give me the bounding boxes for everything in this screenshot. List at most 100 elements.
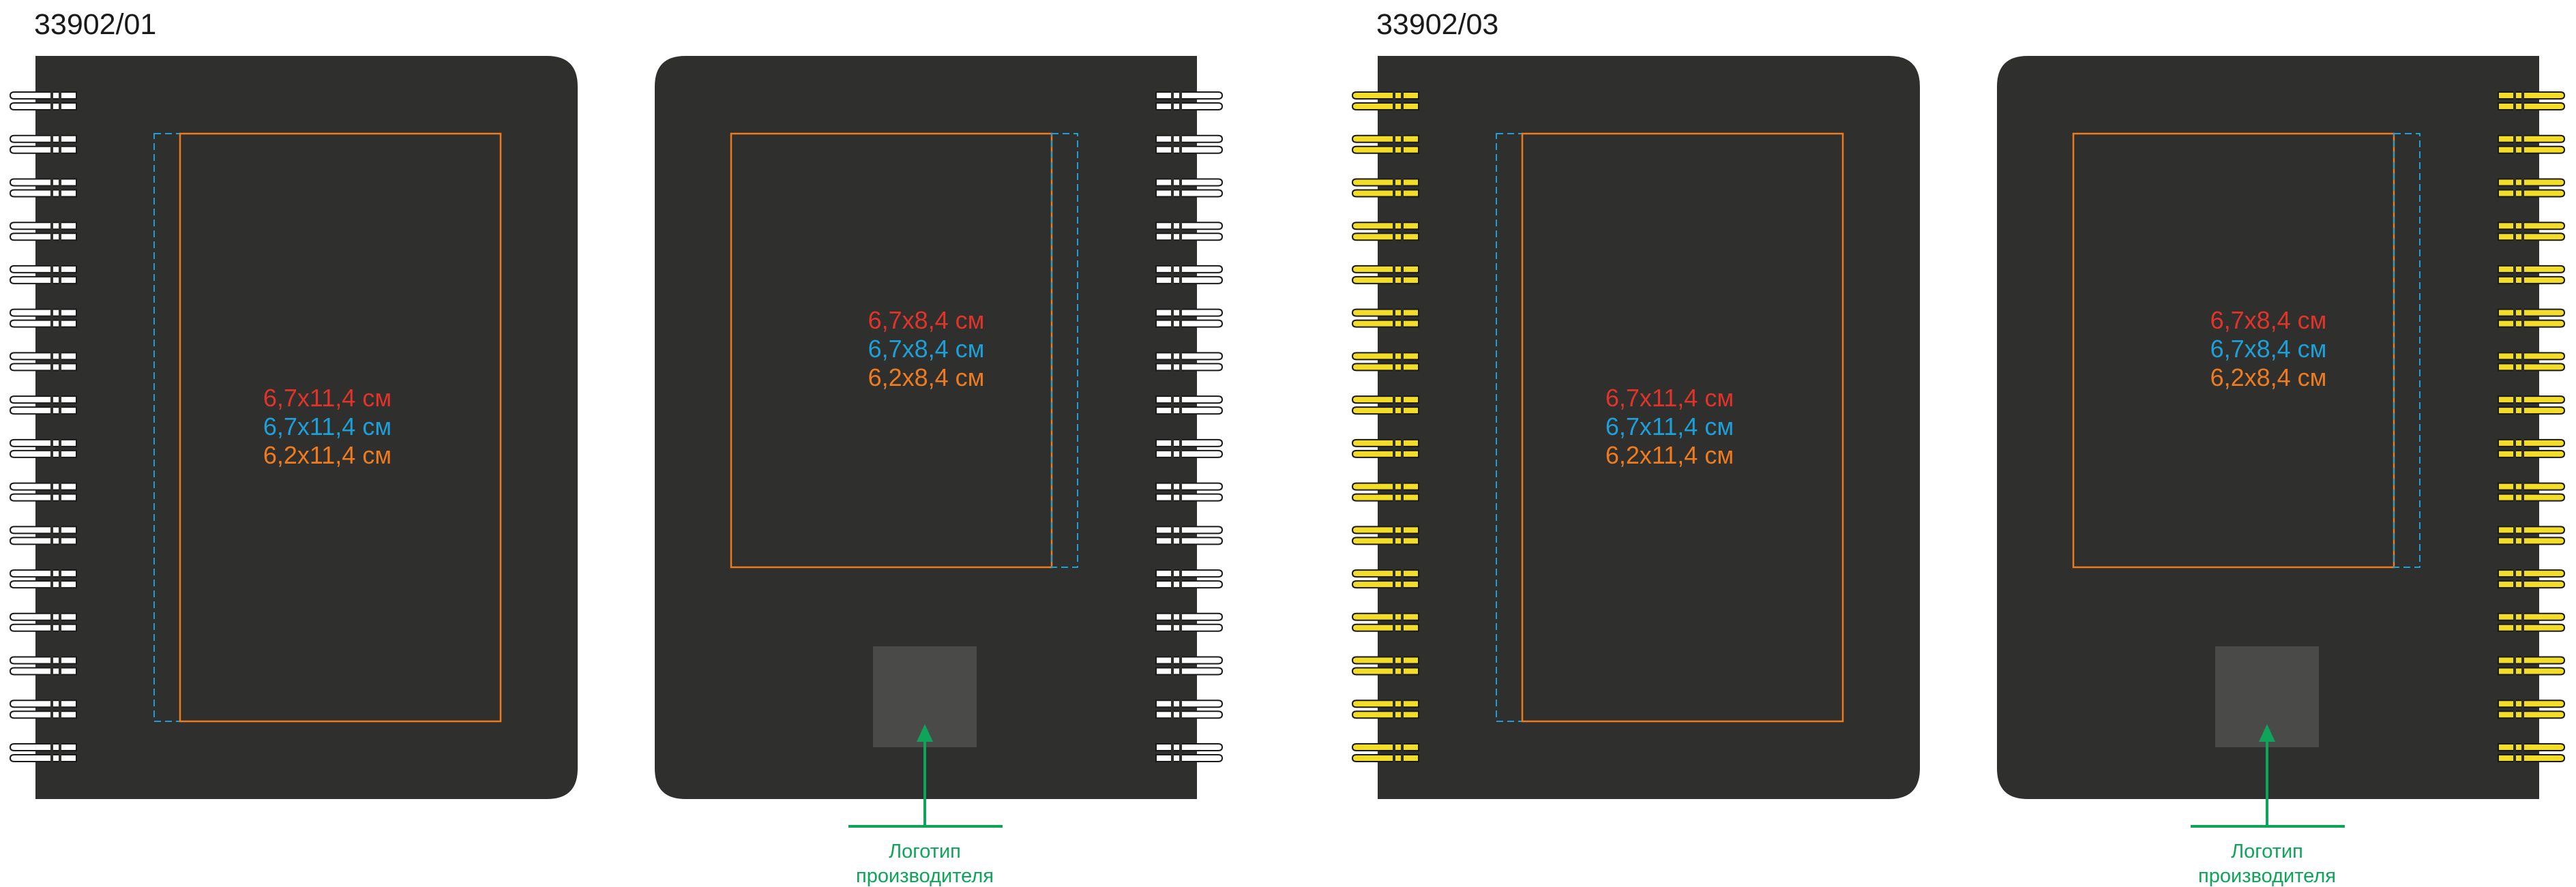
model-1: 33902/016,7x11,4 см6,7x11,4 см6,2x11,4 с… xyxy=(9,8,1224,887)
spiral-ring-icon xyxy=(1155,710,1224,719)
spiral-ring-icon xyxy=(2498,667,2566,676)
spiral-ring-icon xyxy=(1351,275,1419,284)
front-cover: 6,7x11,4 см6,7x11,4 см6,2x11,4 см xyxy=(1351,56,1920,799)
spiral-ring-icon xyxy=(2498,537,2566,545)
spiral-ring-icon xyxy=(1155,612,1224,621)
spiral-ring-icon xyxy=(9,569,77,578)
print-area-outer-blue xyxy=(1051,133,1078,568)
spiral-ring-icon xyxy=(1351,710,1419,719)
dimension-orange: 6,2x11,4 см xyxy=(1605,441,1734,469)
spiral-ring-icon xyxy=(1155,656,1224,665)
spiral-ring-icon xyxy=(9,178,77,187)
spiral-ring-icon xyxy=(1351,91,1419,100)
spiral-ring-icon xyxy=(1155,275,1224,284)
spiral-ring-icon xyxy=(1155,352,1224,361)
spiral-ring-icon xyxy=(2498,406,2566,415)
spiral-ring-icon xyxy=(1351,134,1419,143)
spiral-ring-icon xyxy=(1351,580,1419,589)
dimension-red: 6,7x11,4 см xyxy=(263,384,391,412)
spiral-ring-icon xyxy=(1155,623,1224,632)
spiral-ring-icon xyxy=(2498,275,2566,284)
spiral-ring-icon xyxy=(1351,265,1419,273)
logo-label: производителя xyxy=(2198,865,2336,887)
spiral-ring-icon xyxy=(9,319,77,328)
spiral-ring-icon xyxy=(2498,438,2566,447)
spiral-ring-icon xyxy=(9,482,77,491)
spiral-ring-icon xyxy=(1351,395,1419,404)
spiral-ring-icon xyxy=(1155,537,1224,545)
spiral-ring-icon xyxy=(2498,395,2566,404)
spiral-ring-icon xyxy=(2498,623,2566,632)
spiral-ring-icon xyxy=(1155,406,1224,415)
spiral-ring-icon xyxy=(9,580,77,589)
spiral-ring-icon xyxy=(1351,612,1419,621)
dimension-blue: 6,7x11,4 см xyxy=(263,412,391,440)
spiral-ring-icon xyxy=(2498,222,2566,230)
spiral-ring-icon xyxy=(9,710,77,719)
spiral-ring-icon xyxy=(9,145,77,154)
spiral-ring-icon xyxy=(1351,743,1419,751)
logo-label: Логотип xyxy=(2231,841,2303,862)
spiral-ring-icon xyxy=(1351,449,1419,458)
logo-label: Логотип xyxy=(889,841,961,862)
logo-annotation: Логотип производителя xyxy=(2191,724,2345,887)
spiral-ring-icon xyxy=(9,449,77,458)
model-2: 33902/036,7x11,4 см6,7x11,4 см6,2x11,4 с… xyxy=(1351,8,2566,887)
spiral-ring-icon xyxy=(1155,102,1224,110)
spiral-ring-icon xyxy=(1155,438,1224,447)
spiral-ring-icon xyxy=(1351,438,1419,447)
spiral-ring-icon xyxy=(9,743,77,751)
spiral-ring-icon xyxy=(2498,710,2566,719)
dimension-orange: 6,2x8,4 см xyxy=(2210,363,2327,391)
spiral-ring-icon xyxy=(2498,449,2566,458)
spiral-ring-icon xyxy=(2498,319,2566,328)
spiral-ring-icon xyxy=(1155,145,1224,154)
spiral-ring-icon xyxy=(2498,580,2566,589)
dimension-blue: 6,7x8,4 см xyxy=(868,335,985,363)
arrow-up-icon xyxy=(917,724,933,742)
cover-body xyxy=(35,56,578,799)
spiral-ring-icon xyxy=(9,754,77,762)
logo-label: производителя xyxy=(856,865,994,887)
spiral-ring-icon xyxy=(9,232,77,241)
spiral-ring-icon xyxy=(2498,526,2566,535)
spiral-ring-icon xyxy=(9,526,77,535)
spiral-ring-icon xyxy=(9,265,77,273)
spiral-ring-icon xyxy=(2498,569,2566,578)
spiral-ring-icon xyxy=(1155,482,1224,491)
spiral-ring-icon xyxy=(1155,449,1224,458)
spiral-ring-icon xyxy=(2498,493,2566,502)
spiral-ring-icon xyxy=(1155,363,1224,372)
spiral-ring-icon xyxy=(9,134,77,143)
spiral-ring-icon xyxy=(9,222,77,230)
spiral-ring-icon xyxy=(9,406,77,415)
spiral-ring-icon xyxy=(1155,308,1224,317)
spiral-ring-icon xyxy=(2498,482,2566,491)
spiral-ring-icon xyxy=(9,537,77,545)
spiral-ring-icon xyxy=(2498,363,2566,372)
spiral-ring-icon xyxy=(1155,232,1224,241)
spiral-ring-icon xyxy=(1155,178,1224,187)
dimension-orange: 6,2x8,4 см xyxy=(868,363,985,391)
spiral-ring-icon xyxy=(2498,102,2566,110)
spiral-ring-icon xyxy=(1351,102,1419,110)
spiral-ring-icon xyxy=(2498,700,2566,708)
spiral-ring-icon xyxy=(2498,656,2566,665)
dimension-orange: 6,2x11,4 см xyxy=(263,441,391,469)
dimension-red: 6,7x11,4 см xyxy=(1605,384,1734,412)
model-label: 33902/03 xyxy=(1376,8,1498,41)
spiral-ring-icon xyxy=(2498,178,2566,187)
back-cover: 6,7x8,4 см6,7x8,4 см6,2x8,4 см xyxy=(655,56,1224,799)
spiral-ring-icon xyxy=(1155,754,1224,762)
spiral-ring-icon xyxy=(1351,145,1419,154)
spiral-ring-icon xyxy=(9,623,77,632)
spiral-ring-icon xyxy=(1351,232,1419,241)
spiral-ring-icon xyxy=(1155,667,1224,676)
spiral-ring-icon xyxy=(1351,623,1419,632)
spiral-ring-icon xyxy=(9,102,77,110)
spiral-ring-icon xyxy=(2498,352,2566,361)
logo-annotation: Логотип производителя xyxy=(848,724,1003,887)
dimension-red: 6,7x8,4 см xyxy=(868,306,985,334)
spiral-ring-icon xyxy=(1351,482,1419,491)
spiral-ring-icon xyxy=(1155,395,1224,404)
